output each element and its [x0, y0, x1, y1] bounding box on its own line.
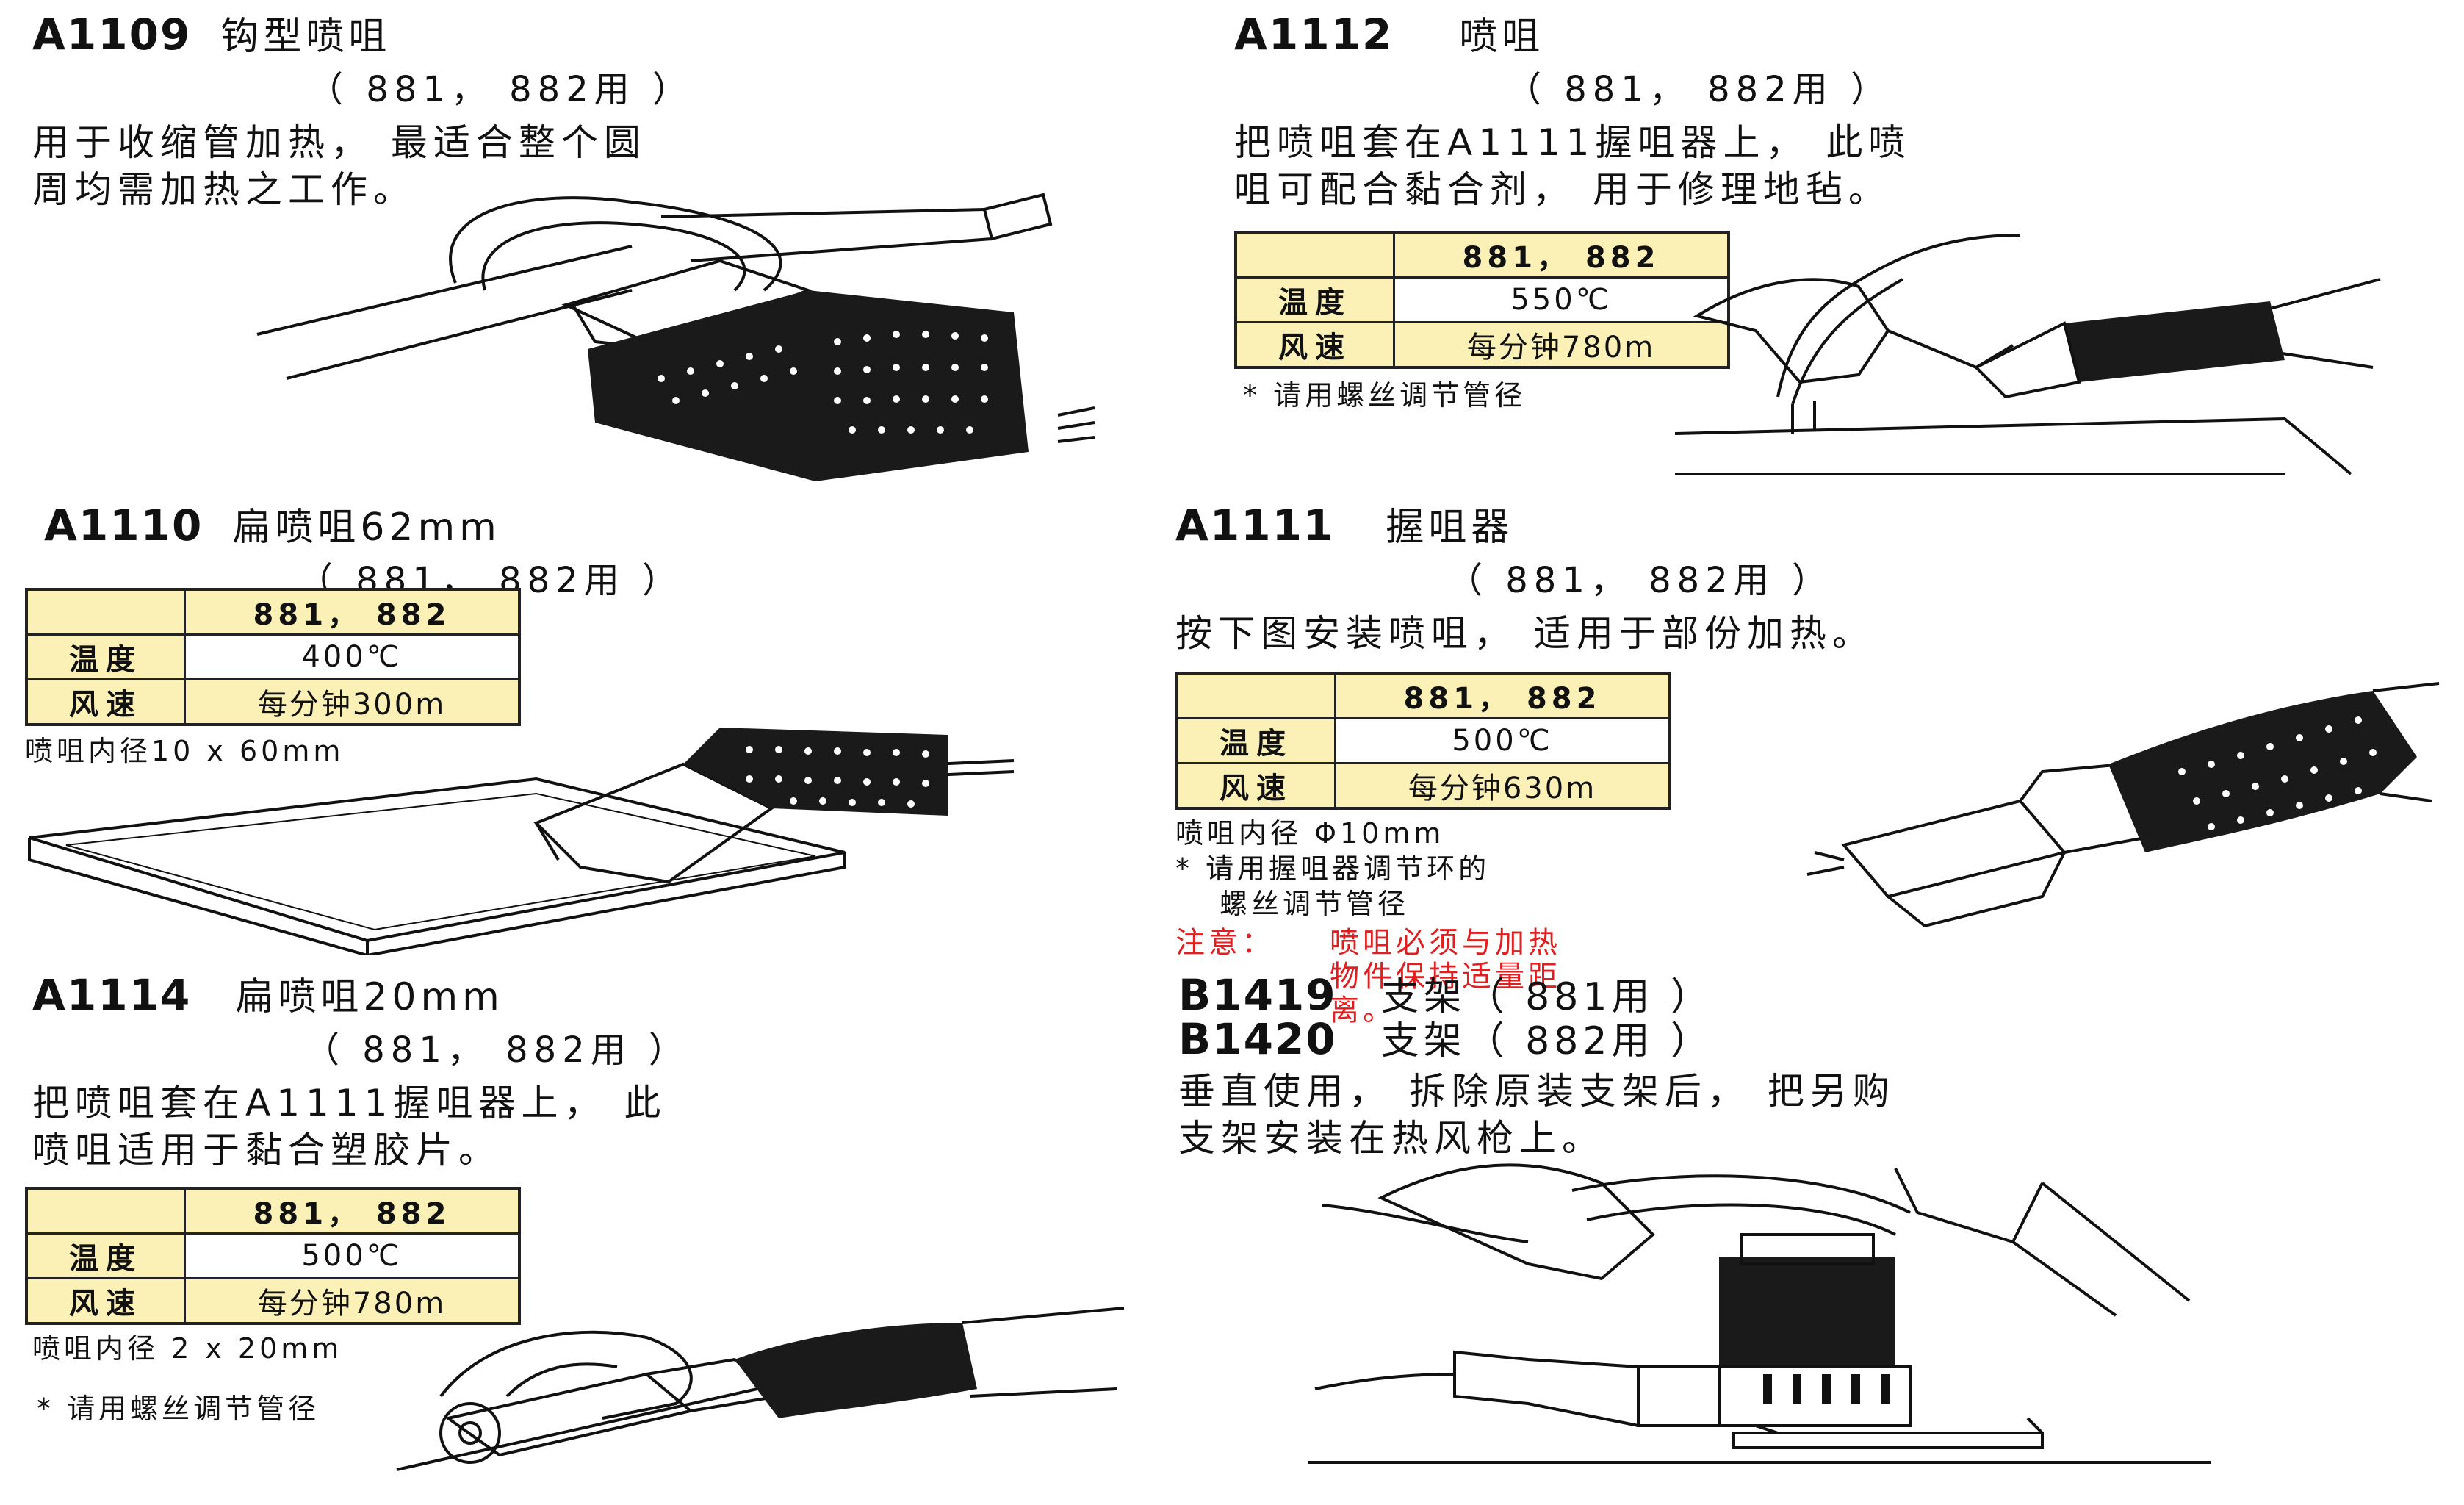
a1110-code: A1110 [44, 500, 203, 550]
a1112-note: * 请用螺丝调节管径 [1243, 379, 1527, 412]
a1112-code: A1112 [1234, 10, 1394, 60]
a1112-desc-line2: 咀可配合黏合剂， 用于修理地毡。 [1234, 168, 1891, 211]
a1111-nozzle-holder-illustration [1800, 676, 2446, 941]
a1114-temp-label: 温度 [25, 1232, 186, 1279]
a1114-models: （ 881， 882用 ） [304, 1030, 691, 1071]
a1114-description: 把喷咀套在A1111握咀器上， 此 喷咀适用于黏合塑胶片。 [32, 1080, 690, 1174]
a1111-models: （ 881， 882用 ） [1447, 560, 1834, 601]
a1111-note-line2: 螺丝调节管径 [1220, 888, 1410, 920]
a1110-wind-label: 风速 [25, 678, 186, 726]
a1109-description: 用于收缩管加热， 最适合整个圆 周均需加热之工作。 [32, 119, 694, 213]
a1109-desc-line1: 用于收缩管加热， 最适合整个圆 [32, 121, 646, 164]
a1111-warning-line2: 物件保持适量距 [1330, 960, 1561, 994]
a1111-desc-line1: 按下图安装喷咀， 适用于部份加热。 [1175, 612, 1875, 655]
a1110-temp-value: 400℃ [184, 633, 521, 680]
a1111-warning-line3: 离。 [1330, 994, 1396, 1027]
b1420-code: B1420 [1178, 1014, 1337, 1064]
a1114-desc-line1: 把喷咀套在A1111握咀器上， 此 [32, 1082, 667, 1124]
a1111-note-line1: * 请用握咀器调节环的 [1175, 852, 1491, 885]
b1419-name: 支架（ 881用 ） [1380, 975, 1713, 1019]
a1110-table-header: 881， 882 [184, 588, 521, 636]
b1419-desc-line2: 支架安装在热风枪上。 [1178, 1117, 1604, 1160]
b1419-desc-line1: 垂直使用， 拆除原装支架后， 把另购 [1178, 1070, 1895, 1113]
a1112-models: （ 881， 882用 ） [1506, 69, 1892, 110]
a1109-models: （ 881， 882用 ） [308, 69, 694, 110]
a1114-wind-value: 每分钟780m [184, 1277, 521, 1325]
a1112-wind-value: 每分钟780m [1393, 321, 1730, 369]
a1111-warning-label: 注意： [1175, 926, 1275, 960]
b1419-description: 垂直使用， 拆除原装支架后， 把另购 支架安装在热风枪上。 [1178, 1068, 1895, 1162]
a1109-name: 钩型喷咀 [220, 15, 392, 59]
b1419-stand-illustration [1308, 1154, 2211, 1477]
a1112-description: 把喷咀套在A1111握咀器上， 此喷 咀可配合黏合剂， 用于修理地毡。 [1234, 119, 1911, 213]
a1110-name: 扁喷咀62mm [232, 506, 501, 550]
a1111-wind-label: 风速 [1175, 762, 1336, 810]
a1111-warning-line1: 喷咀必须与加热 [1330, 926, 1561, 960]
a1111-description: 按下图安装喷咀， 适用于部份加热。 [1175, 610, 1875, 657]
a1110-temp-label: 温度 [25, 633, 186, 680]
a1111-temp-label: 温度 [1175, 717, 1336, 764]
a1114-desc-line2: 喷咀适用于黏合塑胶片。 [32, 1129, 501, 1171]
a1112-name: 喷咀 [1459, 15, 1545, 59]
a1111-wind-value: 每分钟630m [1334, 762, 1671, 810]
a1111-name: 握咀器 [1386, 506, 1514, 550]
a1109-code: A1109 [32, 10, 192, 60]
a1109-desc-line2: 周均需加热之工作。 [32, 168, 416, 211]
a1111-inner-diameter: 喷咀内径 Φ10mm [1175, 817, 1445, 850]
a1114-temp-value: 500℃ [184, 1232, 521, 1279]
a1114-code: A1114 [32, 970, 192, 1020]
b1419-code: B1419 [1178, 970, 1337, 1020]
a1110-wind-value: 每分钟300m [184, 678, 521, 726]
a1114-table-header: 881， 882 [184, 1187, 521, 1235]
a1111-code: A1111 [1175, 500, 1335, 550]
a1112-temp-label: 温度 [1234, 276, 1395, 323]
a1114-plastic-welding-illustration [382, 1293, 1131, 1484]
a1112-desc-line1: 把喷咀套在A1111握咀器上， 此喷 [1234, 121, 1912, 164]
a1111-temp-value: 500℃ [1334, 717, 1671, 764]
a1109-hook-nozzle-illustration [250, 180, 1095, 481]
a1114-name: 扁喷咀20mm [235, 975, 504, 1019]
a1110-note: 喷咀内径10 x 60mm [25, 735, 345, 767]
a1114-inner-diameter: 喷咀内径 2 x 20mm [32, 1332, 343, 1365]
a1114-note: * 请用螺丝调节管径 [37, 1393, 320, 1425]
a1112-carpet-repair-illustration [1668, 220, 2388, 485]
a1112-table-header: 881， 882 [1393, 231, 1730, 279]
a1112-temp-value: 550℃ [1393, 276, 1730, 323]
a1112-wind-label: 风速 [1234, 321, 1395, 369]
a1111-warning: 注意： 喷咀必须与加热 物件保持适量距 离。 [1175, 926, 1875, 1029]
a1114-wind-label: 风速 [25, 1277, 186, 1325]
b1420-name: 支架（ 882用 ） [1380, 1019, 1713, 1063]
a1110-flat-nozzle-illustration [22, 728, 1021, 955]
a1111-table-header: 881， 882 [1334, 672, 1671, 719]
